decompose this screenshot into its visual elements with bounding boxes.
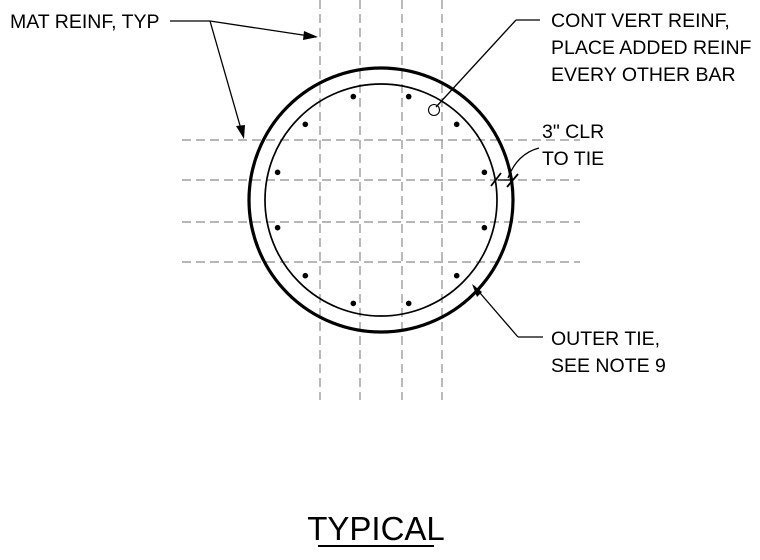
- mat-reinf-vertical: [319, 0, 443, 400]
- outer-tie-label-2: SEE NOTE 9: [551, 355, 666, 377]
- vertical-bar: [274, 169, 281, 176]
- mat-reinf-leader: [170, 20, 318, 139]
- vertical-bar: [405, 300, 412, 307]
- detail-title: TYPICAL: [307, 510, 445, 547]
- cont-vert-reinf-label-2: PLACE ADDED REINF: [551, 37, 752, 59]
- mat-reinf-horizontal: [182, 139, 580, 263]
- vertical-bar: [405, 93, 412, 100]
- vertical-bar: [481, 169, 488, 176]
- dimension-tick: [506, 173, 519, 188]
- arrowhead: [472, 284, 482, 297]
- arrowhead: [303, 31, 318, 40]
- vertical-bars-group: [274, 93, 488, 307]
- outer-tie-circle: [264, 83, 498, 317]
- mat-reinf-label: MAT REINF, TYP: [10, 11, 160, 33]
- outer-tie-leader: [472, 284, 543, 338]
- clear-cover-label-1: 3" CLR: [542, 121, 604, 143]
- vertical-bar: [350, 93, 357, 100]
- vertical-bar: [274, 224, 281, 231]
- clear-cover-label-2: TO TIE: [542, 148, 604, 170]
- pier-outline: [247, 66, 515, 334]
- vertical-bar: [453, 272, 460, 279]
- vertical-bar: [302, 272, 309, 279]
- added-bar-marker: [427, 103, 441, 117]
- vertical-bar: [302, 121, 309, 128]
- vertical-bar: [453, 121, 460, 128]
- dimension-tick: [490, 172, 502, 187]
- vertical-bar: [481, 224, 488, 231]
- cont-vert-reinf-label-1: CONT VERT REINF,: [551, 10, 730, 32]
- clear-cover-dimension: [490, 147, 540, 188]
- cont-vert-reinf-leader: [435, 19, 540, 108]
- outer-tie-label-1: OUTER TIE,: [551, 328, 660, 350]
- arrowhead: [236, 125, 245, 139]
- cont-vert-reinf-label-3: EVERY OTHER BAR: [551, 64, 736, 86]
- vertical-bar: [350, 300, 357, 307]
